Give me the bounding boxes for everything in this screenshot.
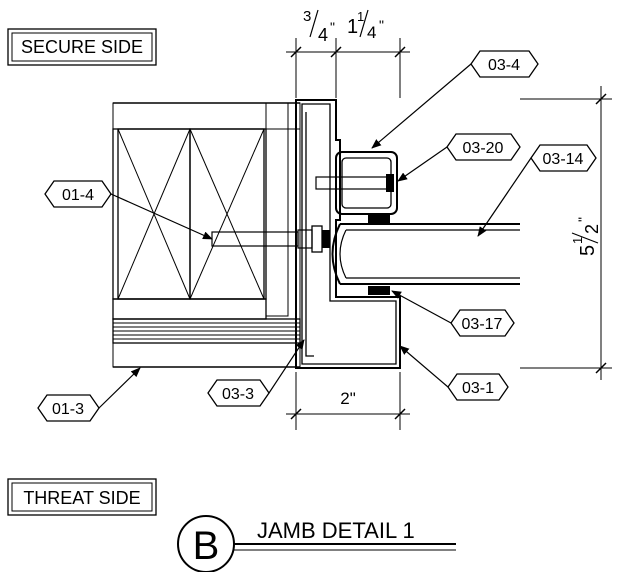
svg-text:03-4: 03-4 [488, 57, 520, 74]
dim-bottom: 2" [340, 389, 356, 408]
svg-text:03-17: 03-17 [462, 316, 503, 333]
callout-03-1: 03-1 [399, 345, 509, 401]
secure-side-tag: SECURE SIDE [7, 28, 157, 66]
top-shim [368, 214, 390, 223]
svg-text:01-4: 01-4 [62, 187, 94, 204]
dim-right-whole: 5 [577, 245, 599, 256]
callout-03-14: 03-14 [477, 144, 597, 237]
callout-01-4: 01-4 [44, 180, 213, 240]
threat-side-tag: THREAT SIDE [7, 478, 157, 516]
callout-01-3: 01-3 [37, 367, 141, 422]
dim-top-left-frac: 4 [318, 25, 328, 45]
wall-section [112, 102, 301, 368]
callout-03-20: 03-20 [397, 133, 521, 182]
detail-title-text: JAMB DETAIL 1 [257, 518, 415, 543]
svg-text:03-1: 03-1 [462, 380, 494, 397]
svg-text:01-3: 01-3 [52, 401, 84, 418]
door-frame-profile [295, 99, 401, 369]
door-leaf [331, 223, 520, 285]
dim-right-den: 2 [582, 224, 602, 234]
tube-fastener [315, 174, 394, 192]
callout-03-3: 03-3 [207, 339, 305, 407]
threat-side-label: THREAT SIDE [23, 488, 140, 508]
svg-text:03-14: 03-14 [543, 151, 584, 168]
svg-text:03-20: 03-20 [463, 140, 504, 157]
masonry-anchor [211, 225, 330, 253]
dim-top-right-num: 1 [357, 9, 364, 24]
dim-top-left-unit: " [330, 19, 335, 35]
dim-top-right-unit: " [379, 17, 384, 33]
dim-right-unit: " [575, 217, 591, 222]
callout-03-17: 03-17 [391, 290, 515, 337]
dim-top-right-den: 4 [367, 23, 376, 42]
bottom-dimension: 2" [286, 372, 410, 430]
callout-03-4: 03-4 [371, 50, 539, 149]
svg-text:03-3: 03-3 [222, 386, 254, 403]
detail-title: B JAMB DETAIL 1 [177, 515, 456, 572]
dim-top-left-whole: 3 [303, 8, 311, 25]
dim-top-right-whole: 1 [347, 16, 358, 38]
detail-letter: B [193, 524, 220, 568]
secure-side-label: SECURE SIDE [21, 37, 143, 57]
top-dimensions: 3 4 " 1 1 4 " [286, 8, 410, 98]
dim-right-num: 1 [570, 237, 585, 244]
bottom-shim [368, 286, 390, 295]
right-dimension: 5 1 2 " [520, 86, 612, 380]
